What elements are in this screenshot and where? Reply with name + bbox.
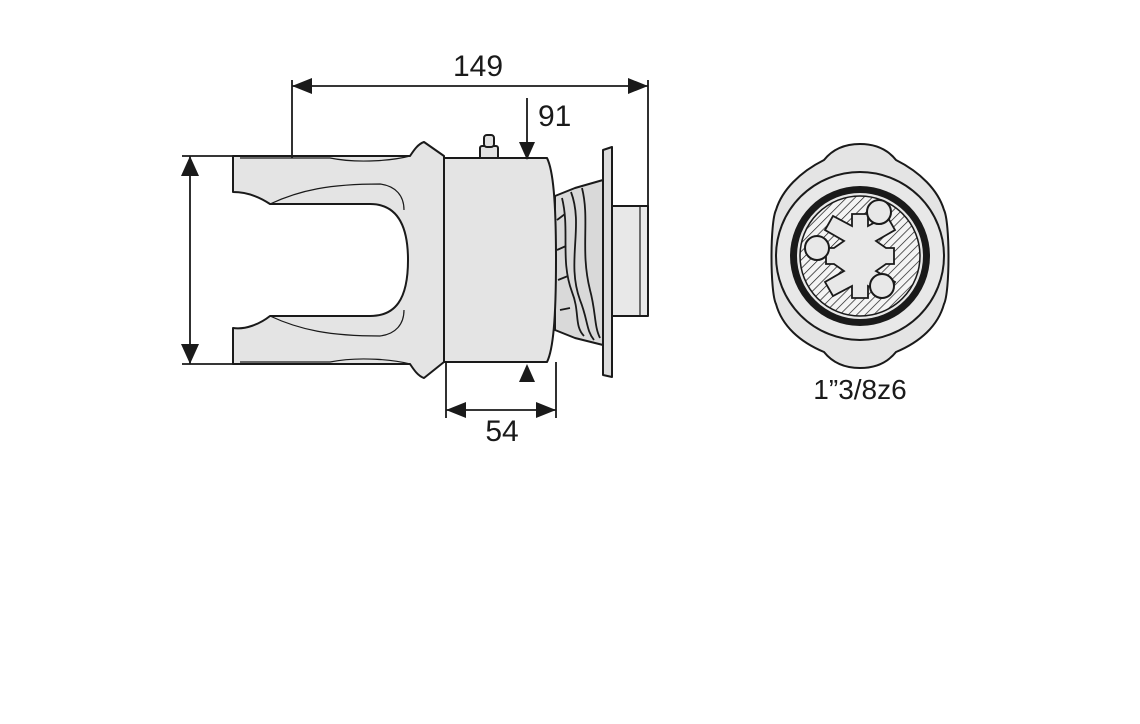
- stub-shaft: [611, 205, 649, 317]
- dim-label-flange: 91: [538, 100, 571, 133]
- end-view-lock-pin-bottom: [869, 273, 895, 299]
- arrow-flange-bottom: [519, 364, 535, 382]
- flange-plate: [602, 146, 613, 378]
- spring-coils: [556, 187, 601, 341]
- arrow-yoke-top: [181, 156, 199, 176]
- side-view: [232, 134, 649, 379]
- arrow-overall-right: [628, 78, 648, 94]
- grease-nipple: [479, 134, 499, 161]
- arrow-overall-left: [292, 78, 312, 94]
- profile-label: 1”3/8z6: [813, 374, 906, 405]
- yoke: [232, 141, 445, 379]
- arrow-body-right: [536, 402, 556, 418]
- spring-seal: [554, 179, 604, 346]
- dim-label-body: 54: [485, 415, 518, 448]
- yoke-edge-top: [240, 155, 411, 162]
- yoke-inner-shade: [269, 183, 405, 211]
- dim-label-overall: 149: [453, 50, 503, 83]
- end-view-lock-pin-top: [866, 199, 892, 225]
- yoke-inner-shade-low: [269, 309, 405, 337]
- arrow-yoke-bottom: [181, 344, 199, 364]
- yoke-edge-bottom: [240, 358, 411, 365]
- cylinder-body: [443, 157, 557, 363]
- arrow-flange-top: [519, 142, 535, 160]
- arrow-body-left: [446, 402, 466, 418]
- dimension-lines: [181, 78, 649, 418]
- end-view: [770, 142, 950, 370]
- end-view-lock-pin-left: [804, 235, 830, 261]
